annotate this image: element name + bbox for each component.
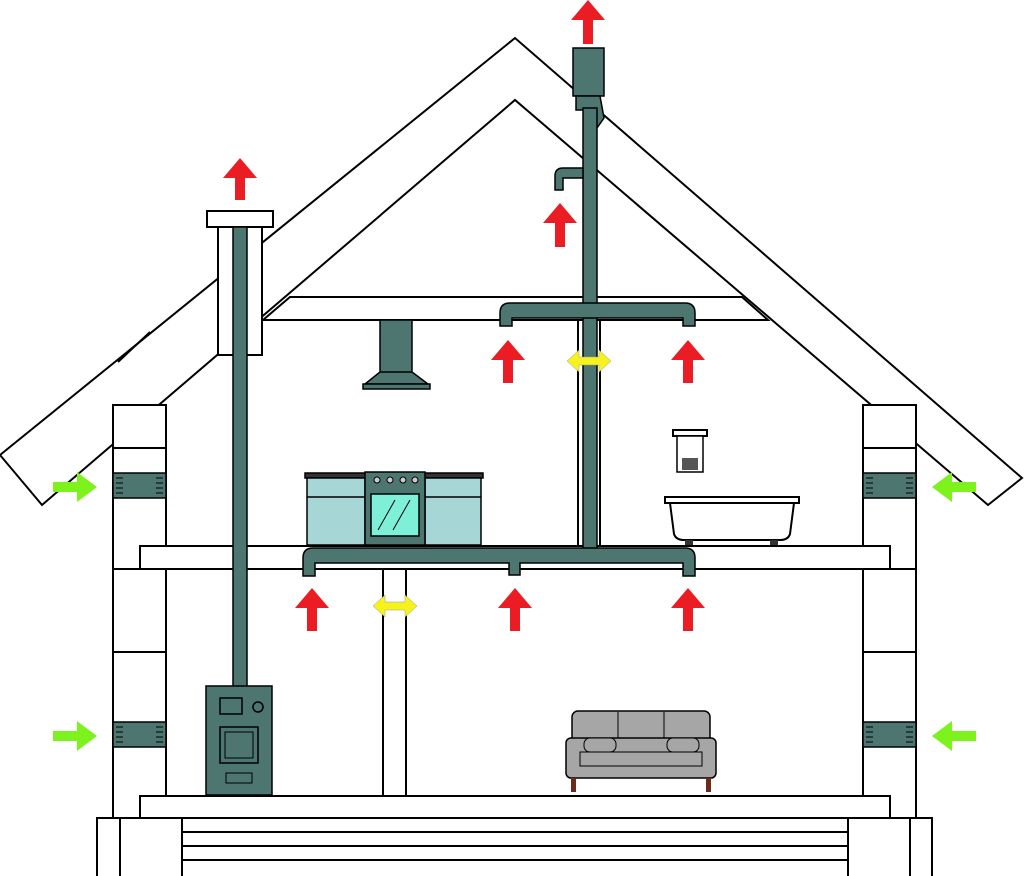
wall-air-vent bbox=[112, 721, 167, 748]
exhaust-arrow-stack bbox=[571, 0, 605, 44]
upper-horizontal-duct bbox=[499, 302, 696, 327]
roof-detail-line bbox=[117, 331, 151, 363]
left-wall bbox=[112, 404, 167, 819]
exhaust-arrow-upper-right bbox=[671, 340, 705, 383]
attic-vent-hook bbox=[554, 167, 584, 191]
recirculation-double-arrow bbox=[566, 349, 612, 373]
intake-arrow-right-upper bbox=[932, 472, 976, 502]
sofa bbox=[565, 710, 717, 792]
exhaust-arrow-lower-center bbox=[498, 588, 532, 631]
wall-air-vent bbox=[112, 472, 167, 499]
exhaust-arrow-lower-left bbox=[295, 588, 329, 631]
wall-air-vent bbox=[862, 721, 917, 748]
range-hood bbox=[362, 319, 431, 390]
exhaust-arrow-lower-right bbox=[671, 588, 705, 631]
ground-floor-slab bbox=[139, 795, 891, 819]
chimney-cap bbox=[206, 210, 274, 228]
exhaust-arrow-chimney bbox=[223, 158, 257, 200]
lower-horizontal-duct bbox=[302, 547, 696, 577]
bathtub bbox=[664, 496, 800, 545]
intake-arrow-left-upper bbox=[53, 472, 97, 502]
foundation bbox=[96, 817, 933, 876]
intake-arrow-left-lower bbox=[53, 721, 97, 751]
exhaust-arrow-upper-left bbox=[491, 340, 525, 383]
main-vertical-duct bbox=[582, 107, 598, 557]
recirculation-double-arrow bbox=[372, 594, 418, 618]
exhaust-arrow-attic bbox=[543, 203, 577, 247]
water-heater bbox=[672, 429, 708, 473]
roof bbox=[0, 36, 1024, 507]
right-wall bbox=[862, 404, 917, 819]
wall-air-vent bbox=[862, 472, 917, 499]
stove-flue-pipe bbox=[232, 226, 248, 688]
wood-stove bbox=[205, 685, 273, 796]
exhaust-stack-top bbox=[572, 47, 605, 97]
oven bbox=[364, 471, 426, 546]
intake-arrow-right-lower bbox=[932, 721, 976, 751]
